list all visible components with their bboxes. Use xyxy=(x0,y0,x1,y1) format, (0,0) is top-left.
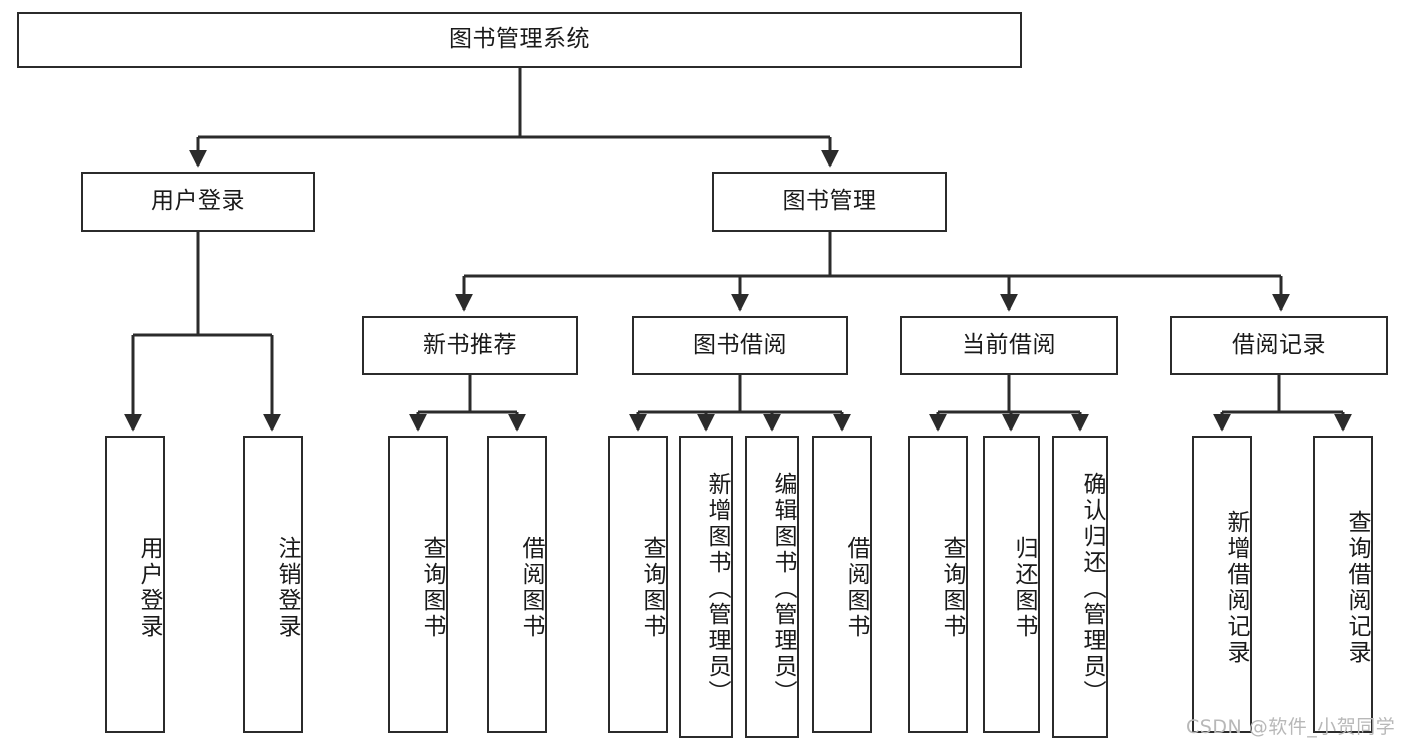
leaf-user-logout[interactable]: 注销登录 xyxy=(243,436,303,733)
leaf-borrow-add-book-admin[interactable]: 新增图书（管理员） xyxy=(679,436,733,738)
leaf-newbook-borrow-book[interactable]: 借阅图书 xyxy=(487,436,547,733)
leaf-current-return-book[interactable]: 归还图书 xyxy=(983,436,1040,733)
leaf-borrow-edit-book-admin[interactable]: 编辑图书（管理员） xyxy=(745,436,799,738)
node-new-book-recommend[interactable]: 新书推荐 xyxy=(362,316,578,375)
node-book-borrow[interactable]: 图书借阅 xyxy=(632,316,848,375)
leaf-borrow-lend-book[interactable]: 借阅图书 xyxy=(812,436,872,733)
leaf-current-query-book[interactable]: 查询图书 xyxy=(908,436,968,733)
leaf-record-query-record[interactable]: 查询借阅记录 xyxy=(1313,436,1373,733)
leaf-newbook-query-book[interactable]: 查询图书 xyxy=(388,436,448,733)
node-user-login[interactable]: 用户登录 xyxy=(81,172,315,232)
csdn-watermark: CSDN @软件_小贺同学 xyxy=(1186,716,1396,738)
node-current-borrow[interactable]: 当前借阅 xyxy=(900,316,1118,375)
leaf-borrow-query-book[interactable]: 查询图书 xyxy=(608,436,668,733)
node-borrow-record[interactable]: 借阅记录 xyxy=(1170,316,1388,375)
leaf-record-add-record[interactable]: 新增借阅记录 xyxy=(1192,436,1252,733)
leaf-current-confirm-return-admin[interactable]: 确认归还（管理员） xyxy=(1052,436,1108,738)
leaf-user-login[interactable]: 用户登录 xyxy=(105,436,165,733)
node-root-system[interactable]: 图书管理系统 xyxy=(17,12,1022,68)
node-book-management[interactable]: 图书管理 xyxy=(712,172,947,232)
